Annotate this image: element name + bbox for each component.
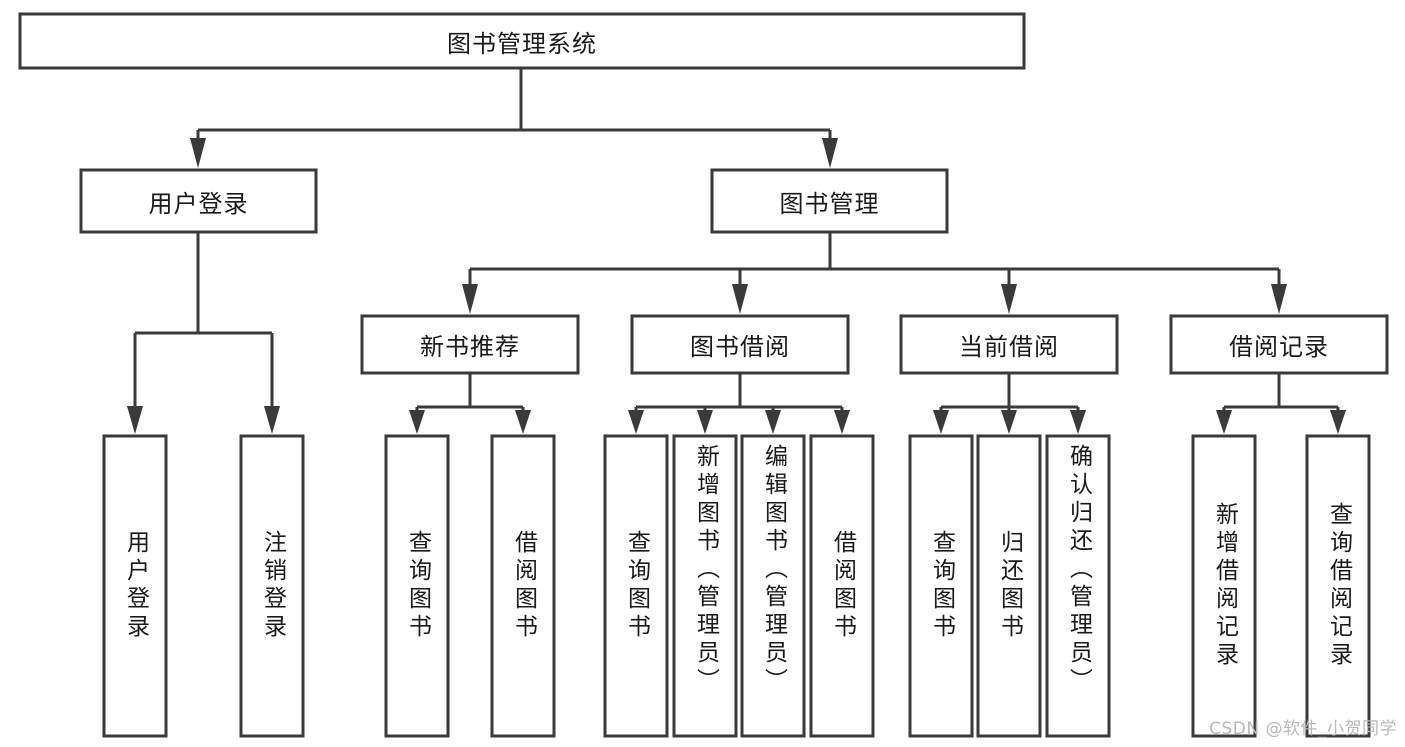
node-leaf-return-book[interactable] [976, 434, 1042, 738]
node-leaf-borrow-book-1[interactable] [490, 434, 556, 738]
arrowhead-query-book-1 [409, 410, 425, 434]
connector-group [127, 68, 1346, 434]
node-borrow-record[interactable] [1169, 314, 1389, 375]
node-leaf-query-book-2[interactable] [603, 434, 669, 738]
node-root[interactable] [18, 12, 1026, 70]
node-leaf-add-record[interactable] [1191, 434, 1257, 738]
node-leaf-confirm-return[interactable] [1045, 434, 1111, 738]
arrowhead-confirm-return [1070, 410, 1086, 434]
node-leaf-borrow-book-2[interactable] [809, 434, 875, 738]
node-leaf-query-record[interactable] [1305, 434, 1371, 738]
node-book-manage[interactable] [710, 168, 949, 234]
arrowhead-book-borrow [732, 284, 748, 314]
arrowhead-query-book-3 [933, 410, 949, 434]
arrowhead-user-login [190, 138, 206, 168]
arrowhead-return-book [1001, 410, 1017, 434]
arrowhead-edit-book [765, 410, 781, 434]
arrowhead-leaf-logout [264, 406, 280, 434]
arrowhead-borrow-record [1271, 284, 1287, 314]
node-leaf-user-login[interactable] [102, 434, 168, 738]
node-user-login[interactable] [79, 168, 318, 234]
arrowhead-new-book [462, 284, 478, 314]
arrowhead-leaf-user-login [127, 406, 143, 434]
arrowhead-add-book [697, 410, 713, 434]
node-current-borrow[interactable] [899, 314, 1119, 375]
arrowhead-add-record [1216, 410, 1232, 434]
node-leaf-add-book[interactable] [672, 434, 738, 738]
node-leaf-query-book-1[interactable] [384, 434, 450, 738]
arrowhead-current-borrow [1001, 284, 1017, 314]
node-new-book-recommend[interactable] [360, 314, 580, 375]
csdn-watermark: CSDN @软件_小贺同学 [1209, 719, 1397, 739]
node-leaf-query-book-3[interactable] [908, 434, 974, 738]
arrowhead-borrow-book-2 [834, 410, 850, 434]
arrowhead-query-record [1330, 410, 1346, 434]
arrowhead-query-book-2 [628, 410, 644, 434]
node-leaf-logout-login[interactable] [239, 434, 305, 738]
arrowhead-borrow-book-1 [515, 410, 531, 434]
box-group [18, 12, 1389, 738]
arrowhead-book-manage [822, 138, 838, 168]
node-book-borrow[interactable] [630, 314, 850, 375]
node-leaf-edit-book[interactable] [740, 434, 806, 738]
